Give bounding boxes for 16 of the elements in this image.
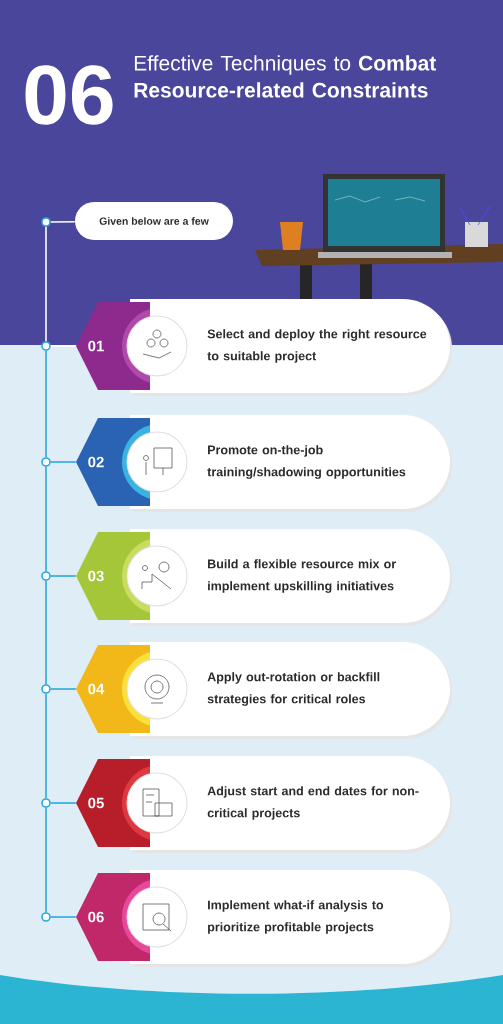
connector-line xyxy=(50,575,77,577)
connector-line xyxy=(50,220,76,223)
connector-line xyxy=(45,350,47,458)
title: Effective Techniques to Combat Resource-related Constraints xyxy=(134,55,436,98)
connector-line xyxy=(50,916,77,918)
connector-line xyxy=(45,580,47,685)
connector-line xyxy=(50,461,77,463)
connector-line xyxy=(50,345,77,347)
intro-pill: Given below are a few xyxy=(75,202,233,240)
connector-line xyxy=(45,466,47,572)
connector-line xyxy=(45,807,47,913)
big-number: 06 xyxy=(25,65,113,125)
connector-line xyxy=(50,802,77,804)
connector-line xyxy=(45,693,47,799)
connector-line xyxy=(45,226,47,342)
connector-line xyxy=(50,688,77,690)
